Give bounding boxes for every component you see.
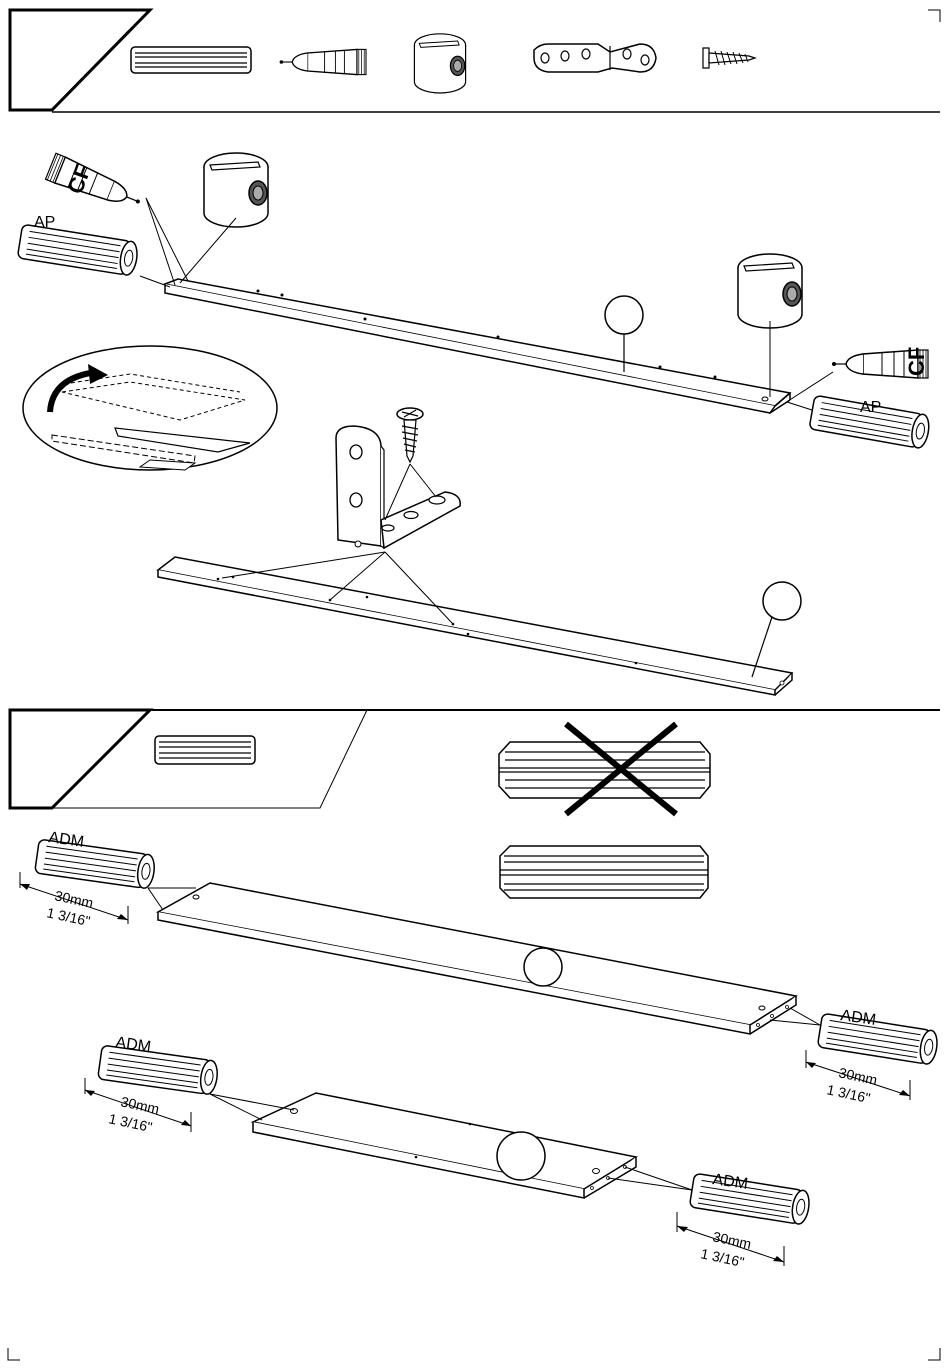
board-panel — [158, 557, 792, 695]
angle-bracket-icon — [336, 426, 460, 548]
dowel-icon — [17, 224, 139, 276]
flip-detail-bubble — [23, 346, 277, 470]
board-panel — [158, 883, 796, 1034]
step-2-assembly-b: ADM 30mm 1 3/16" ADM 30mm 1 3/16" — [85, 1034, 811, 1270]
part-reference-circle — [524, 948, 562, 986]
dowel-icon — [155, 736, 255, 764]
dowel-icon — [131, 47, 251, 73]
board-panel — [253, 1093, 636, 1198]
part-reference-circle — [497, 1132, 545, 1180]
cam-nut-icon — [204, 153, 268, 227]
glue-tube-icon — [45, 153, 144, 215]
angle-bracket-icon — [534, 44, 656, 72]
correct-dowel — [500, 846, 708, 898]
dowel-label-ap: AP — [34, 214, 55, 231]
glue-tube-icon — [280, 49, 366, 74]
cam-nut-icon — [738, 254, 802, 328]
dowel-icon — [98, 1045, 220, 1095]
screw-icon — [703, 48, 755, 68]
part-reference-circle — [752, 582, 801, 677]
dowel-label-ap: AP — [860, 399, 881, 416]
dowel-icon — [817, 1013, 939, 1065]
screw-icon — [397, 408, 423, 462]
step-1-header — [10, 10, 940, 112]
glue-label-cf: CF — [904, 347, 929, 376]
step-1b-assembly — [158, 408, 801, 695]
cam-nut-icon — [414, 34, 465, 93]
step-2-header — [10, 710, 940, 808]
corner-marks — [8, 1348, 940, 1360]
dowel-icon — [689, 1173, 811, 1225]
wrong-dowel — [499, 724, 710, 814]
